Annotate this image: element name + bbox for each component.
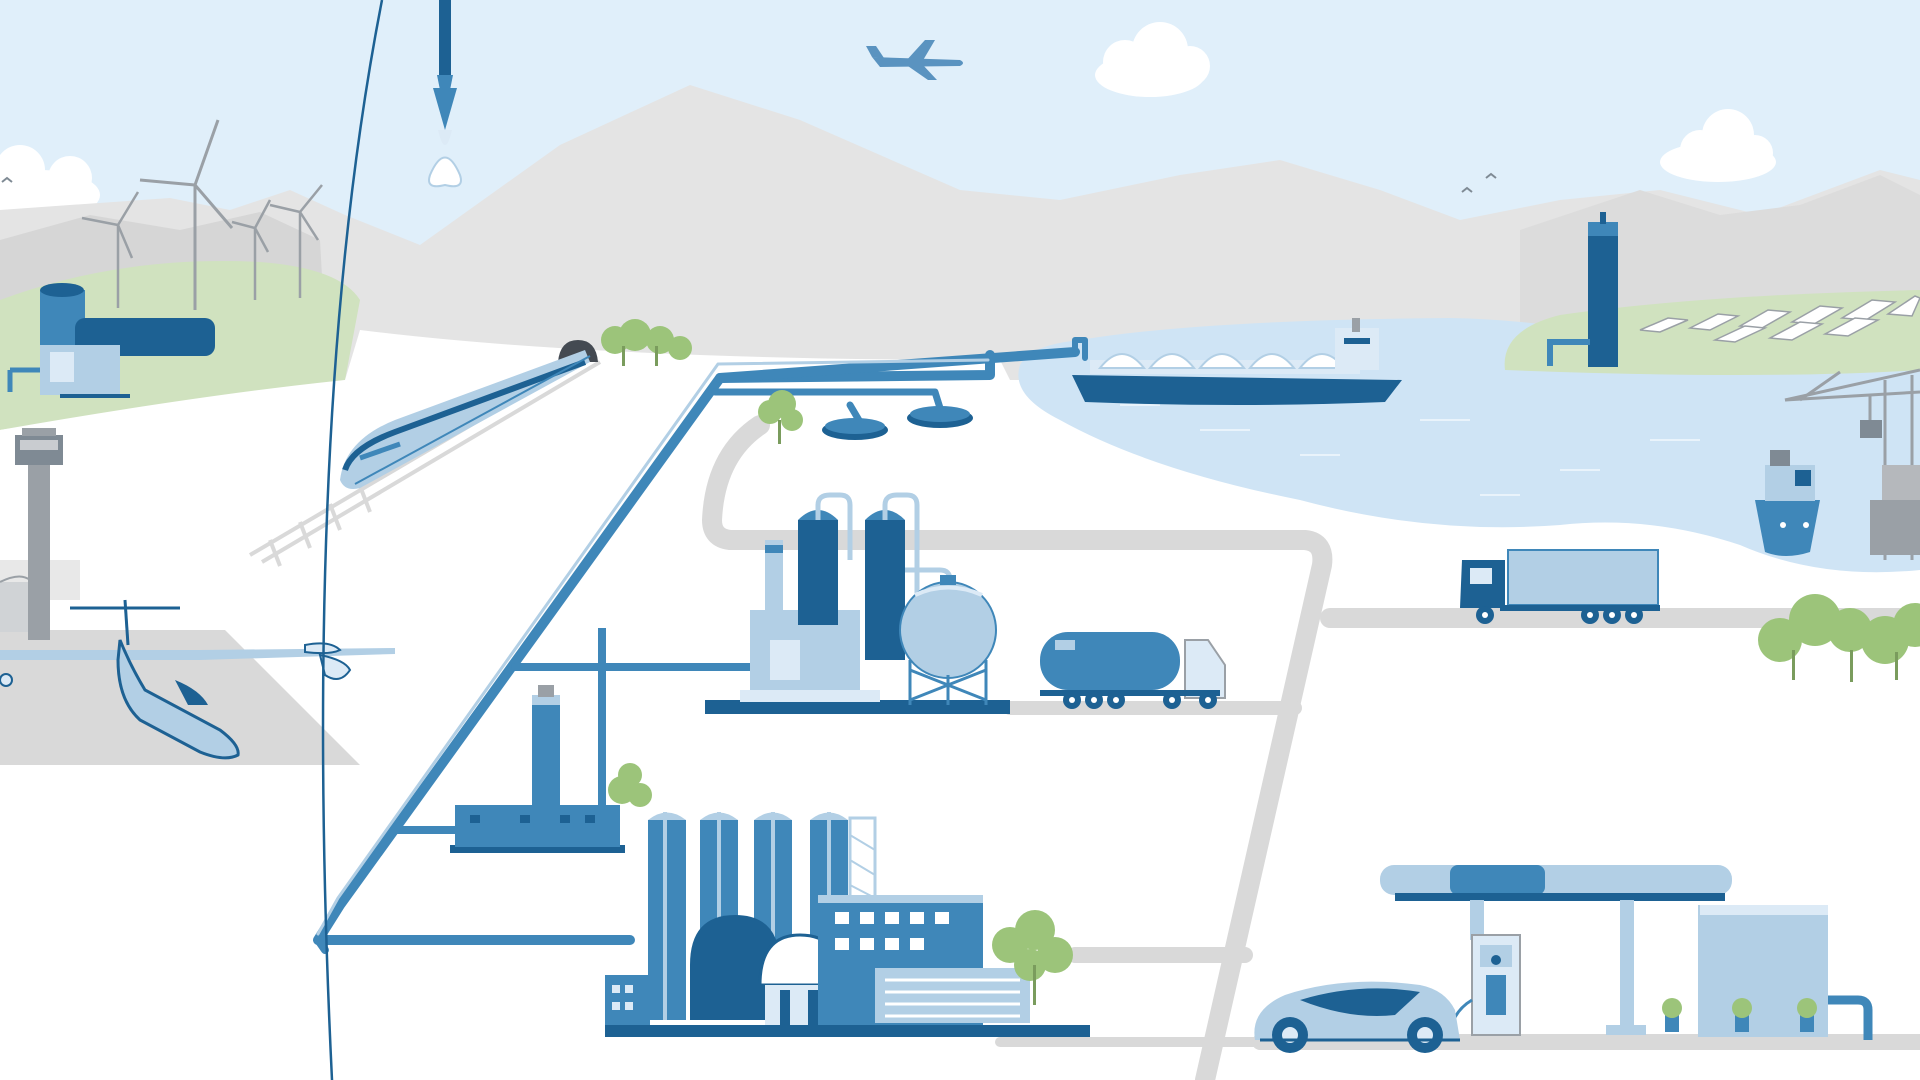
tree-icon [601, 319, 692, 366]
control-tower-icon [15, 428, 63, 640]
cloud-icon [1660, 109, 1776, 182]
pipeline-icon [313, 337, 1088, 954]
refinery-icon [705, 492, 1010, 714]
boundary-curve [321, 0, 384, 1080]
wind-turbine-icon [139, 119, 234, 310]
tanker-truck-icon [1040, 632, 1226, 709]
road-network [702, 415, 1920, 1080]
mountain-peak-right [1520, 175, 1920, 330]
hydrogen-fueling-station-icon [1380, 865, 1873, 1040]
airplane-icon [866, 40, 963, 80]
tree-icon [1758, 594, 1920, 682]
wind-turbine-icon [231, 199, 272, 300]
solar-panel-array-icon [1639, 295, 1920, 343]
pipeline-highlight [316, 358, 990, 936]
electrolyzer-icon [7, 283, 215, 398]
truck-icon [1460, 549, 1660, 624]
tree-icon [992, 910, 1073, 1005]
high-speed-train-icon [340, 350, 591, 489]
tree-icon [1662, 998, 1817, 1032]
power-plant-icon [450, 628, 625, 853]
tree-icon [608, 763, 652, 807]
wind-turbine-icon [269, 184, 323, 298]
lng-tanker-ship-icon [1072, 318, 1402, 405]
wind-turbine-icon [81, 191, 140, 308]
storage-tank [822, 406, 973, 440]
cloud-icon [1095, 22, 1210, 97]
chemical-plant-icon [605, 812, 1090, 1037]
spherical-tank-icon [899, 575, 997, 705]
terminal-building [0, 575, 31, 632]
birds [1, 172, 1497, 193]
tall-building [1547, 212, 1618, 367]
rocket-icon [428, 0, 462, 188]
cargo-ship-icon [1755, 450, 1820, 556]
airplane-icon [0, 599, 395, 760]
airfield-apron [0, 630, 360, 765]
tree-icon [758, 390, 803, 444]
fuel-cell-car-icon [1254, 981, 1460, 1053]
cargo-container [1860, 420, 1920, 555]
